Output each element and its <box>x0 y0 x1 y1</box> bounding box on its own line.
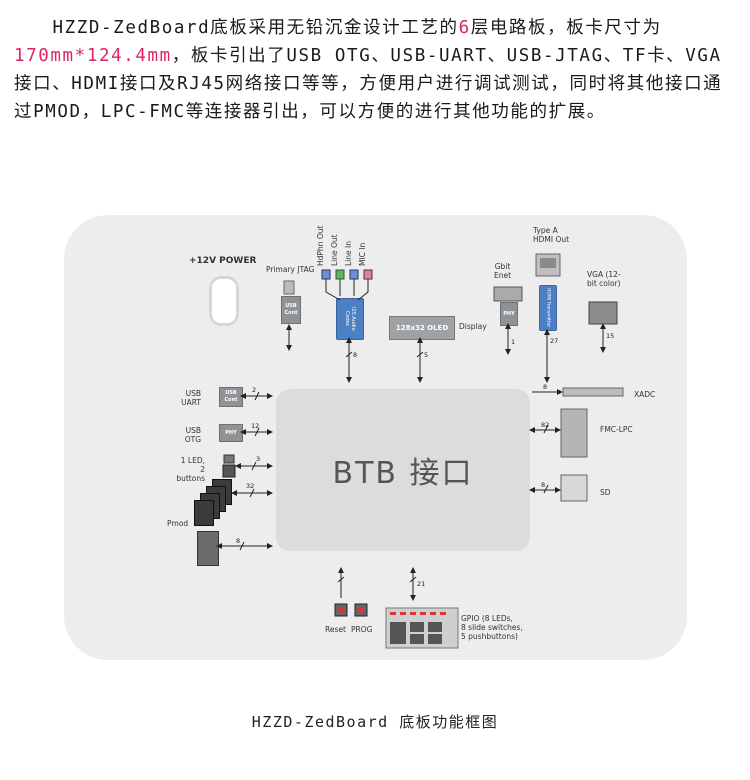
figure-caption: HZZD-ZedBoard 底板功能框图 <box>251 713 499 731</box>
hdmi-label: Type A HDMI Out <box>533 226 570 244</box>
gpio-block <box>385 607 459 649</box>
usb-uart-chip: USB Cont <box>219 387 243 407</box>
bus-pmod: 32 <box>246 482 254 490</box>
bus-otg: 12 <box>251 422 259 430</box>
bus-pmod2: 8 <box>236 537 240 545</box>
audio-jacks <box>321 269 373 301</box>
intro-part-2: 层电路板，板卡尺寸为 <box>470 18 662 38</box>
intro-part-1: HZZD-ZedBoard底板采用无铅沉金设计工艺的 <box>52 18 459 38</box>
bus-uart: 2 <box>252 386 256 394</box>
bus-oled: 5 <box>424 351 428 359</box>
display-label: Display <box>459 322 487 331</box>
enet-label: Gbit Enet <box>494 262 512 280</box>
prog-label: PROG <box>351 625 373 634</box>
bus-led: 3 <box>256 455 260 463</box>
bus-vga: 15 <box>606 332 614 340</box>
rj45-jack <box>493 286 523 302</box>
power-jack <box>209 276 239 326</box>
bus-enet: 1 <box>511 338 515 346</box>
jtag-chip: USB Cont <box>281 296 301 324</box>
intro-text: HZZD-ZedBoard底板采用无铅沉金设计工艺的6层电路板，板卡尺寸为 170… <box>14 14 738 126</box>
vga-connector <box>588 301 618 325</box>
btb-connector: BTB 接口 <box>276 389 530 551</box>
bus-audio: 8 <box>353 351 357 359</box>
jtag-label: Primary JTAG <box>266 265 315 274</box>
usb-otg-label: USB OTG <box>184 426 201 444</box>
xadc-header <box>562 387 624 397</box>
xadc-label: XADC <box>634 390 656 399</box>
pmod-connector <box>194 500 214 526</box>
bus-hdmi: 27 <box>550 337 558 345</box>
led-indicator <box>223 454 235 464</box>
usb-otg-chip: PHY <box>219 424 243 442</box>
user-buttons <box>222 464 236 478</box>
vga-label: VGA (12- bit color) <box>587 270 621 288</box>
jtag-usb-port <box>283 280 295 295</box>
reset-label: Reset <box>325 625 346 634</box>
gpio-label: GPIO (8 LEDs, 8 slide switches, 5 pushbu… <box>461 614 523 641</box>
bus-gpio: 21 <box>417 580 425 588</box>
led-label: 1 LED, 2 buttons <box>176 456 205 483</box>
intro-part-3: ，板卡引出了USB OTG、USB-UART、USB-JTAG、TF卡、VGA接… <box>14 46 723 122</box>
fmc-connector <box>560 408 588 458</box>
fmc-label: FMC-LPC <box>600 425 633 434</box>
intro-paragraph: HZZD-ZedBoard底板采用无铅沉金设计工艺的6层电路板，板卡尺寸为 170… <box>14 14 738 126</box>
intro-size: 170mm*124.4mm <box>14 46 172 66</box>
audio-codec-chip: I2S Audio Codec <box>336 298 364 340</box>
bus-sd: 8 <box>541 481 545 489</box>
pmod-label: Pmod <box>167 519 189 528</box>
power-label: +12V POWER <box>189 256 257 266</box>
hdmi-transmitter-chip: HDMI Transmitter <box>539 285 557 331</box>
sd-slot <box>560 474 588 502</box>
bus-fmc: 82 <box>541 421 549 429</box>
sd-label: SD <box>600 488 611 497</box>
bus-xadc: 8 <box>543 383 547 391</box>
intro-layers: 6 <box>458 18 471 38</box>
usb-uart-label: USB UART <box>181 389 201 407</box>
